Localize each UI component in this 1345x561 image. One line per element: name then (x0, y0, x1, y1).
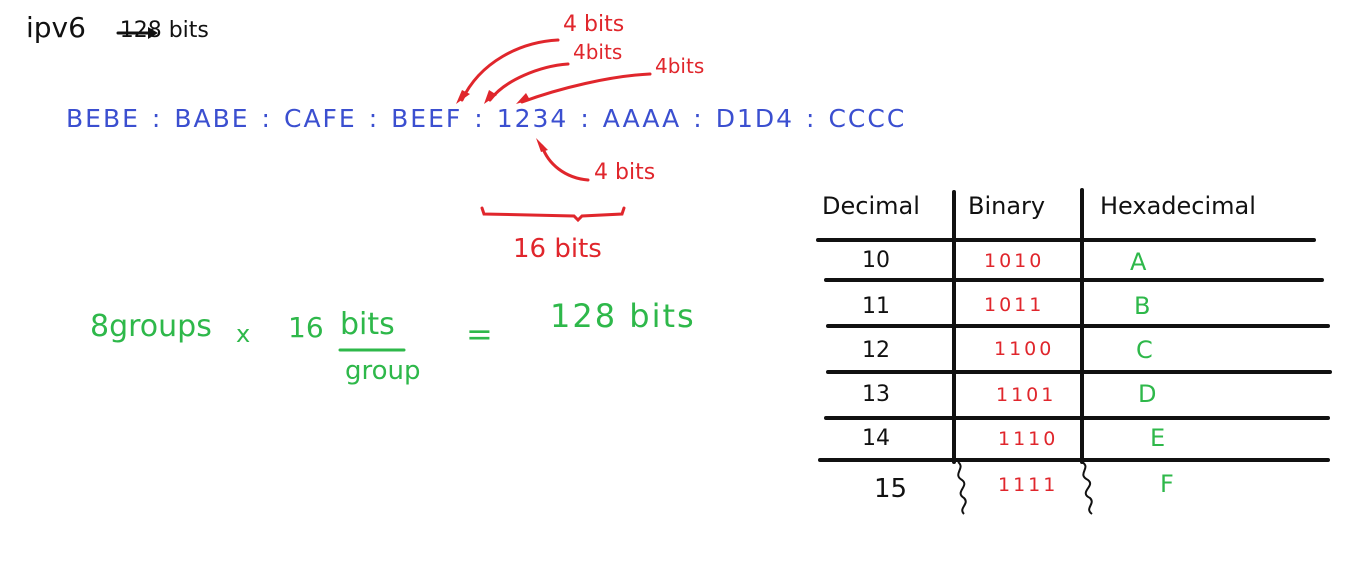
address-group: AAAA (602, 104, 682, 133)
address-group: BEBE (66, 104, 140, 133)
cell-hex: F (1160, 470, 1174, 498)
title-ipv6: ipv6 (26, 11, 86, 44)
brace-16-bits (480, 206, 626, 223)
cell-binary: 1111 (998, 474, 1059, 496)
title-128-bits: 128 bits (119, 18, 209, 43)
address-separator: : (368, 104, 380, 133)
annotation-4-bits-3: 4bits (655, 54, 705, 78)
arrow-to-letter-3 (520, 72, 652, 104)
address-separator: : (693, 104, 704, 133)
equation-result: 128 bits (550, 297, 696, 335)
cell-binary: 1110 (998, 428, 1059, 450)
cell-hex: D (1138, 380, 1157, 408)
equation-groups: 8groups (90, 309, 212, 344)
cell-binary: 1011 (984, 294, 1045, 316)
cell-hex: A (1130, 248, 1147, 276)
table-header-binary: Binary (968, 192, 1046, 220)
arrow-to-letter-1 (460, 38, 560, 102)
cell-binary: 1101 (996, 384, 1057, 406)
address-group: CCCC (828, 104, 907, 133)
address-group: CAFE (283, 104, 357, 133)
address-separator: : (580, 104, 591, 133)
cell-hex: B (1134, 292, 1151, 320)
address-separator: : (474, 104, 485, 133)
cell-hex: E (1150, 424, 1166, 452)
equation-sixteen: 16 (288, 311, 324, 344)
cell-decimal: 11 (862, 294, 890, 319)
annotation-4-bits-1: 4 bits (563, 12, 625, 37)
address-group: 1234 (496, 104, 569, 133)
equation-times: x (236, 320, 251, 348)
address-group-highlight: BEEF (391, 104, 463, 133)
cell-decimal: 15 (874, 474, 908, 504)
address-separator: : (151, 104, 163, 133)
address-group: BABE (174, 104, 250, 133)
ipv6-address: BEBE:BABE:CAFE:BEEF:1234:AAAA:D1D4:CCCC (66, 106, 906, 131)
table-header-decimal: Decimal (822, 192, 920, 220)
address-separator: : (261, 104, 272, 133)
address-group: D1D4 (715, 104, 795, 133)
equation-equals: = (466, 315, 493, 353)
annotation-16-bits: 16 bits (513, 234, 602, 264)
cell-binary: 1010 (984, 250, 1045, 272)
cell-decimal: 12 (862, 338, 890, 363)
equation-unit-numerator: bits (340, 307, 395, 342)
address-separator: : (806, 104, 817, 133)
cell-decimal: 10 (862, 248, 890, 273)
table-wavy-edges (957, 461, 1093, 515)
cell-hex: C (1136, 336, 1153, 364)
equation-unit-denominator: group (345, 356, 421, 386)
annotation-4-bits-4: 4 bits (594, 160, 656, 185)
title-line: ipv6→128 bits (26, 14, 209, 42)
table-grid (816, 188, 1332, 464)
table-header-hexadecimal: Hexadecimal (1100, 192, 1256, 220)
cell-binary: 1100 (994, 338, 1055, 360)
annotation-4-bits-2: 4bits (573, 40, 623, 64)
arrow-to-letter-2 (488, 62, 570, 102)
cell-decimal: 13 (862, 382, 890, 407)
cell-decimal: 14 (862, 426, 890, 451)
arrow-to-letter-4 (540, 144, 590, 182)
arrow-heads (456, 90, 548, 152)
